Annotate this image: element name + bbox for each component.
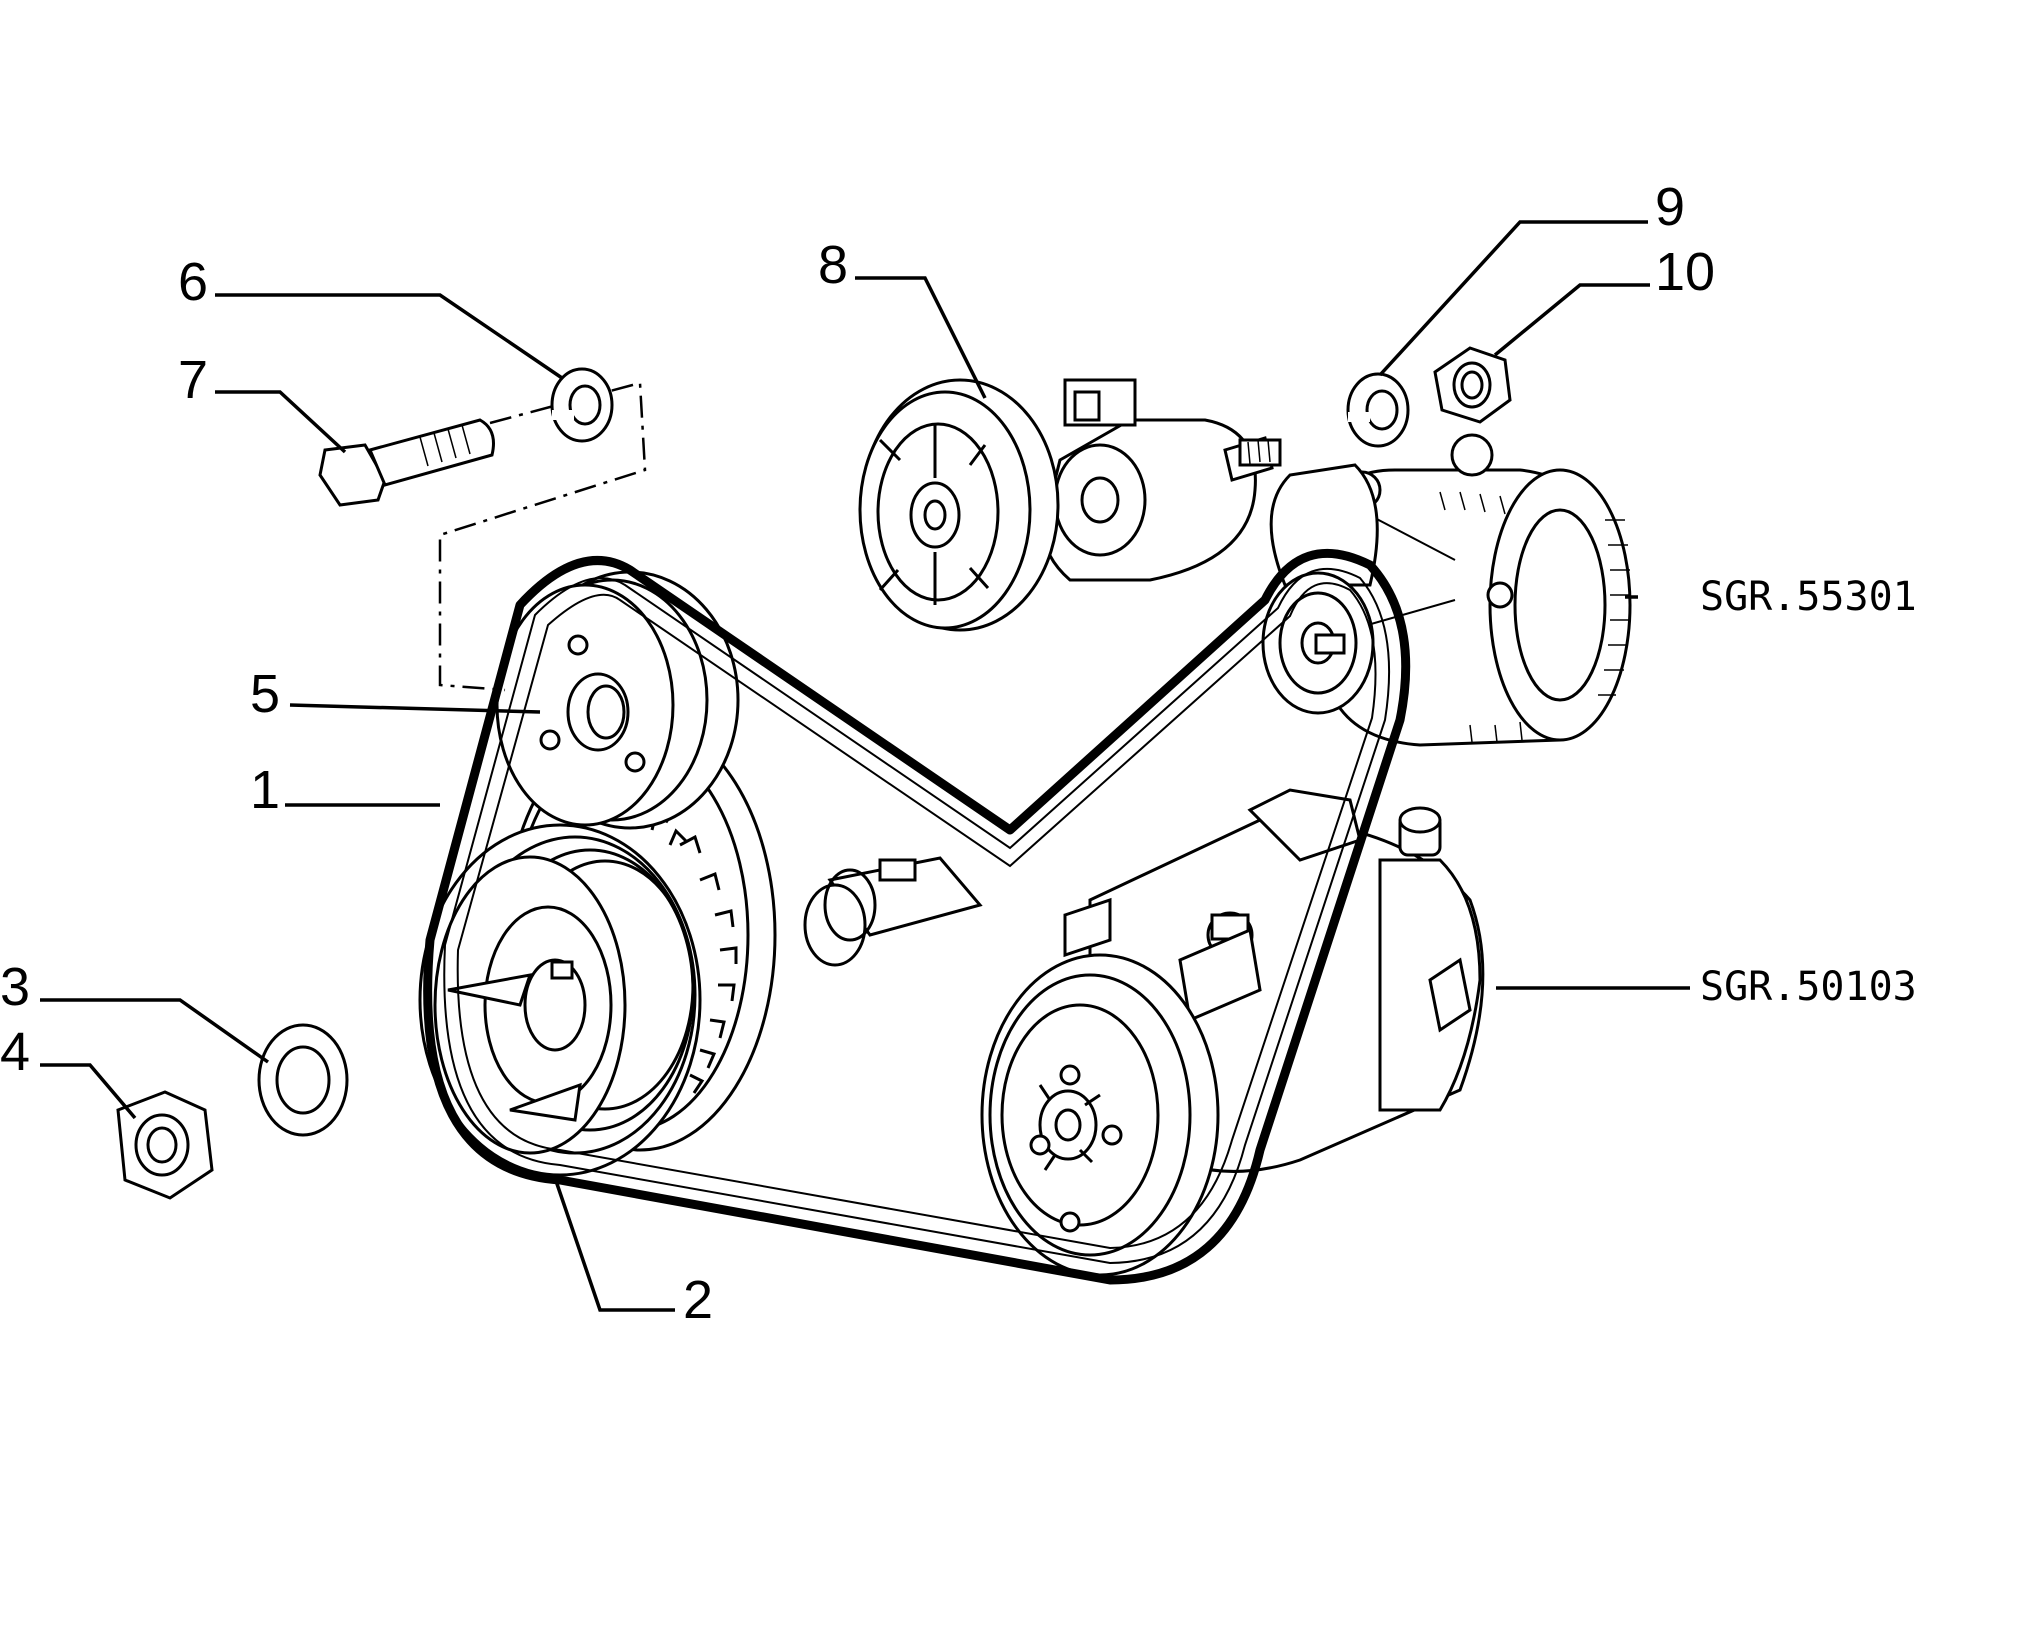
- leader-4: [40, 1063, 137, 1120]
- leader-8: [855, 276, 987, 399]
- callout-3: 3: [0, 957, 30, 1017]
- callout-6: 6: [178, 252, 208, 312]
- callout-2: 2: [683, 1270, 713, 1330]
- callout-1: 1: [250, 760, 280, 820]
- leader-7: [215, 390, 347, 454]
- callout-9: 9: [1655, 177, 1685, 237]
- leader-3: [40, 998, 270, 1064]
- tensioner-bolt-thread: [1247, 439, 1271, 465]
- leader-lines: [40, 220, 1690, 1312]
- hex-nut-10: [1433, 346, 1512, 424]
- hex-bolt: [318, 418, 495, 507]
- split-washer-6: [550, 367, 614, 443]
- alternator: [1261, 433, 1632, 747]
- callout-7: 7: [178, 350, 208, 410]
- leader-6: [215, 293, 563, 380]
- leader-5: [289, 703, 541, 714]
- split-washer-9: [1346, 372, 1410, 448]
- belt-tensioner: [858, 378, 1282, 632]
- alternator-cooling-fins: [1439, 491, 1630, 743]
- bolt-thread: [419, 424, 471, 467]
- leader-9: [1378, 220, 1648, 377]
- leader-2: [553, 1177, 675, 1312]
- assembly-guide-line: [438, 381, 647, 692]
- hex-nut-4: [116, 1090, 214, 1200]
- idler-pulley: [495, 570, 740, 830]
- leader-10: [1493, 283, 1650, 357]
- ref-alternator: SGR.55301: [1700, 574, 1917, 620]
- callout-5: 5: [250, 664, 280, 724]
- ac-compressor: [980, 788, 1485, 1277]
- gear-teeth: [650, 811, 738, 1094]
- callout-10: 10: [1655, 242, 1715, 302]
- washer-3: [257, 1023, 349, 1137]
- poly-v-belt: [423, 548, 1411, 1285]
- ref-compressor: SGR.50103: [1700, 964, 1917, 1010]
- crankshaft-pulley: [418, 823, 702, 1177]
- callout-4: 4: [0, 1022, 30, 1082]
- callout-8: 8: [818, 235, 848, 295]
- shaft-stub: [803, 856, 983, 967]
